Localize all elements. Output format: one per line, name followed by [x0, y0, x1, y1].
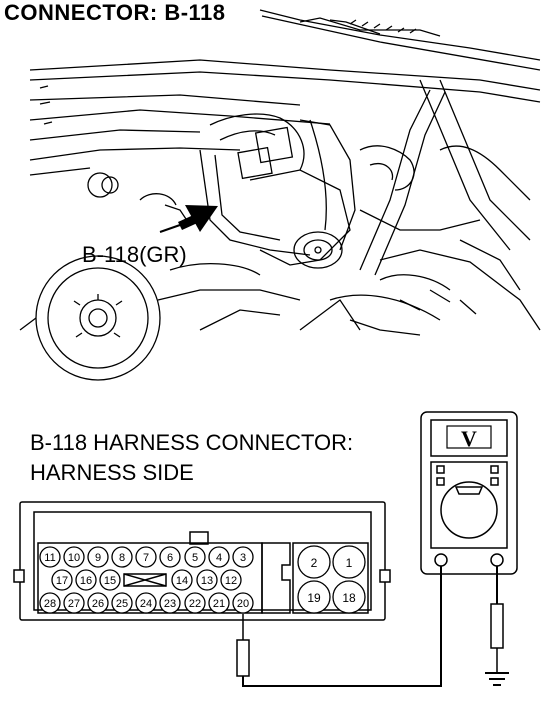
connector-latch	[189, 531, 209, 545]
voltmeter-selector-dial	[440, 481, 498, 539]
harness-connector	[13, 501, 391, 621]
pin-19: 19	[297, 580, 331, 614]
pin-12: 12	[220, 569, 242, 591]
pin-label: 2	[311, 556, 318, 570]
pin-label: 11	[44, 552, 55, 564]
negative-probe	[490, 603, 504, 649]
pin-label: 12	[225, 575, 237, 587]
connector-outer-shell	[19, 501, 386, 621]
section-title-line-1: B-118 HARNESS CONNECTOR:	[30, 430, 354, 455]
pin-label: 3	[240, 552, 246, 564]
voltmeter-positive-jack	[434, 553, 448, 567]
pin-label: 5	[192, 552, 198, 564]
pin-11: 11	[39, 546, 61, 568]
pin-label: 1	[346, 556, 353, 570]
pin-2: 2	[297, 545, 331, 579]
pin-label: 10	[68, 552, 80, 564]
pin-23: 23	[159, 592, 181, 614]
pin-label: 8	[119, 552, 125, 564]
pin-26: 26	[87, 592, 109, 614]
pin-16: 16	[75, 569, 97, 591]
pin-label: 19	[307, 591, 321, 605]
pin-label: 18	[342, 591, 356, 605]
pin-18: 18	[332, 580, 366, 614]
pin-label: 21	[213, 598, 225, 610]
pin-24: 24	[135, 592, 157, 614]
pin-label: 22	[189, 598, 201, 610]
blank-cavity	[123, 573, 167, 587]
pin-4: 4	[208, 546, 230, 568]
pin-label: 20	[237, 598, 249, 610]
pin-label: 17	[56, 575, 68, 587]
pin-6: 6	[159, 546, 181, 568]
pin-row-3: 28 27 26 25 24 23 22 21 20	[39, 592, 254, 614]
pin-22: 22	[184, 592, 206, 614]
pin-28: 28	[39, 592, 61, 614]
diagram-title: CONNECTOR: B-118	[4, 0, 226, 25]
pin-label: 28	[44, 598, 56, 610]
large-pins: 2 1 19 18	[297, 545, 366, 614]
pin-label: 27	[68, 598, 80, 610]
pin-label: 14	[176, 575, 188, 587]
voltmeter-negative-jack	[490, 553, 504, 567]
pin-9: 9	[87, 546, 109, 568]
pin-label: 6	[167, 552, 173, 564]
ground-icon	[485, 672, 509, 686]
pin-17: 17	[51, 569, 73, 591]
pin-7: 7	[135, 546, 157, 568]
pin-15: 15	[99, 569, 121, 591]
pin-label: 24	[140, 598, 152, 610]
voltmeter-display	[430, 419, 508, 457]
test-leads	[236, 566, 509, 687]
pin-row-1: 11 10 9 8 7 6 5 4 3	[39, 546, 254, 568]
voltmeter: V	[420, 411, 518, 575]
pin-label: 25	[116, 598, 128, 610]
pin-14: 14	[171, 569, 193, 591]
pin-10: 10	[63, 546, 85, 568]
pin-25: 25	[111, 592, 133, 614]
pin-label: 16	[80, 575, 92, 587]
callout-arrow	[159, 205, 218, 233]
pin-row-2: 17 16 15 14 13 12	[51, 569, 242, 591]
pin-27: 27	[63, 592, 85, 614]
engine-bay-illustration	[19, 9, 541, 381]
pin-3: 3	[232, 546, 254, 568]
voltmeter-mode-label: V	[461, 426, 477, 451]
section-title-line-2: HARNESS SIDE	[30, 460, 194, 485]
pin-8: 8	[111, 546, 133, 568]
pin-21: 21	[208, 592, 230, 614]
connector-callout-label: B-118(GR)	[82, 242, 187, 267]
positive-lead-wire	[242, 566, 442, 687]
positive-probe	[236, 639, 250, 677]
pin-label: 9	[95, 552, 101, 564]
pin-5: 5	[184, 546, 206, 568]
pin-13: 13	[196, 569, 218, 591]
pin-label: 13	[201, 575, 213, 587]
pin-1: 1	[332, 545, 366, 579]
connector-section-title: B-118 HARNESS CONNECTOR: HARNESS SIDE	[30, 428, 353, 488]
pin-label: 23	[164, 598, 176, 610]
pin-20: 20	[232, 592, 254, 614]
pin-label: 26	[92, 598, 104, 610]
voltmeter-dial-panel	[430, 461, 508, 549]
pin-label: 15	[104, 575, 116, 587]
pin-label: 7	[143, 552, 149, 564]
pin-label: 4	[216, 552, 222, 564]
